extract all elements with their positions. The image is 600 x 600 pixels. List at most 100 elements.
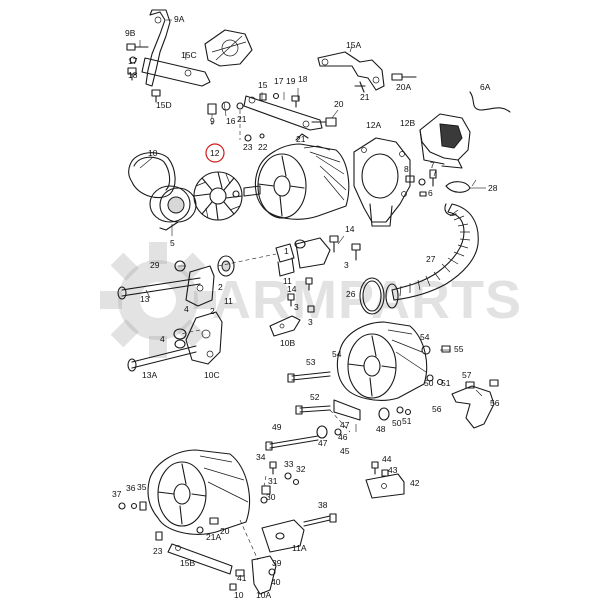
fan-12 — [193, 171, 243, 221]
label-13a: 13A — [142, 370, 157, 380]
label-27: 27 — [426, 254, 436, 264]
bracket-42-group — [365, 461, 405, 499]
label-44: 44 — [382, 454, 392, 464]
label-52: 52 — [310, 392, 320, 402]
label-15c: 15C — [181, 50, 197, 60]
label-17: 17 — [128, 56, 138, 66]
label-23: 23 — [243, 142, 253, 152]
label-54: 54 — [332, 349, 342, 359]
label-18: 18 — [128, 70, 138, 80]
label-17-b: 17 — [274, 76, 284, 86]
label-10b: 10B — [280, 338, 295, 348]
label-15d: 15D — [156, 100, 172, 110]
tensioner-bar-group — [207, 92, 337, 142]
alternator-middle — [265, 321, 499, 451]
label-30: 30 — [266, 492, 276, 502]
label-34: 34 — [256, 452, 266, 462]
label-28: 28 — [488, 183, 498, 193]
label-33: 33 — [284, 459, 294, 469]
cover-12b-group — [419, 91, 511, 169]
label-20-b: 20 — [220, 526, 230, 536]
label-23-b: 23 — [153, 546, 163, 556]
label-3-b: 3 — [294, 302, 299, 312]
label-32: 32 — [296, 464, 306, 474]
label-9b: 9B — [125, 28, 136, 38]
label-11-b: 11 — [283, 276, 292, 286]
label-10c: 10C — [204, 370, 220, 380]
label-20: 20 — [334, 99, 344, 109]
label-6a: 6A — [480, 82, 491, 92]
label-46: 46 — [338, 432, 348, 442]
label-26: 26 — [346, 289, 356, 299]
label-51: 51 — [441, 378, 451, 388]
label-3-c: 3 — [308, 317, 313, 327]
label-12: 12 — [210, 148, 220, 158]
leader-lines — [139, 88, 483, 432]
label-22: 22 — [258, 142, 268, 152]
label-56-b: 56 — [490, 398, 500, 408]
label-21-b: 21 — [237, 114, 247, 124]
belt-pulley-fan-group — [128, 143, 243, 236]
label-15b: 15B — [180, 558, 195, 568]
label-39: 39 — [272, 558, 282, 568]
label-4-b: 4 — [160, 334, 165, 344]
label-7: 7 — [430, 160, 435, 170]
label-9a: 9A — [174, 14, 185, 24]
label-2-b: 2 — [210, 306, 215, 316]
label-4: 4 — [184, 304, 189, 314]
label-1: 1 — [284, 246, 289, 256]
watermark-gear-icon — [100, 242, 216, 358]
label-47-b: 47 — [318, 438, 328, 448]
label-38: 38 — [318, 500, 328, 510]
label-50-b: 50 — [392, 418, 402, 428]
label-10a: 10A — [256, 590, 271, 600]
watermark: ARMPARTS — [100, 242, 521, 358]
label-21-c: 21 — [296, 134, 306, 144]
label-11: 11 — [224, 296, 233, 306]
alternator-top — [232, 133, 350, 220]
label-5: 5 — [170, 238, 175, 248]
label-54-b: 54 — [420, 332, 430, 342]
mounting-parts-middle — [117, 235, 385, 372]
label-20a: 20A — [396, 82, 411, 92]
label-37: 37 — [112, 489, 122, 499]
bracket-15a-group — [317, 45, 417, 93]
label-6: 6 — [428, 188, 433, 198]
label-50: 50 — [424, 378, 434, 388]
housing-12a — [353, 137, 411, 227]
label-9: 9 — [210, 116, 215, 126]
label-15: 15 — [258, 80, 268, 90]
label-56: 56 — [432, 404, 442, 414]
label-21a: 21A — [206, 532, 221, 542]
label-53: 53 — [306, 357, 316, 367]
label-31: 31 — [268, 476, 278, 486]
label-19: 19 — [286, 76, 296, 86]
label-13: 13 — [140, 294, 150, 304]
label-55: 55 — [454, 344, 464, 354]
label-45: 45 — [340, 446, 350, 456]
highlight-circle — [205, 143, 225, 163]
label-51-b: 51 — [402, 416, 412, 426]
label-14-b: 14 — [287, 284, 297, 294]
label-29: 29 — [150, 260, 160, 270]
label-15a: 15A — [346, 40, 361, 50]
label-8: 8 — [404, 164, 409, 174]
alternator-bottom — [118, 449, 337, 595]
label-16: 16 — [226, 116, 236, 126]
label-14: 14 — [345, 224, 355, 234]
label-12a: 12A — [366, 120, 381, 130]
label-11a: 11A — [292, 543, 307, 553]
label-47: 47 — [340, 420, 350, 430]
callout-labels: 9A 9B 15C 17 18 15D 15A 20A 21 6A 15 17 … — [112, 14, 500, 600]
small-parts-8-7-6 — [405, 169, 486, 197]
label-12b: 12B — [400, 118, 415, 128]
label-48: 48 — [376, 424, 386, 434]
label-36: 36 — [126, 483, 136, 493]
label-3: 3 — [344, 260, 349, 270]
label-43: 43 — [388, 465, 398, 475]
label-2: 2 — [218, 282, 223, 292]
label-42: 42 — [410, 478, 420, 488]
label-10-bottom: 10 — [234, 590, 244, 600]
label-21: 21 — [360, 92, 370, 102]
